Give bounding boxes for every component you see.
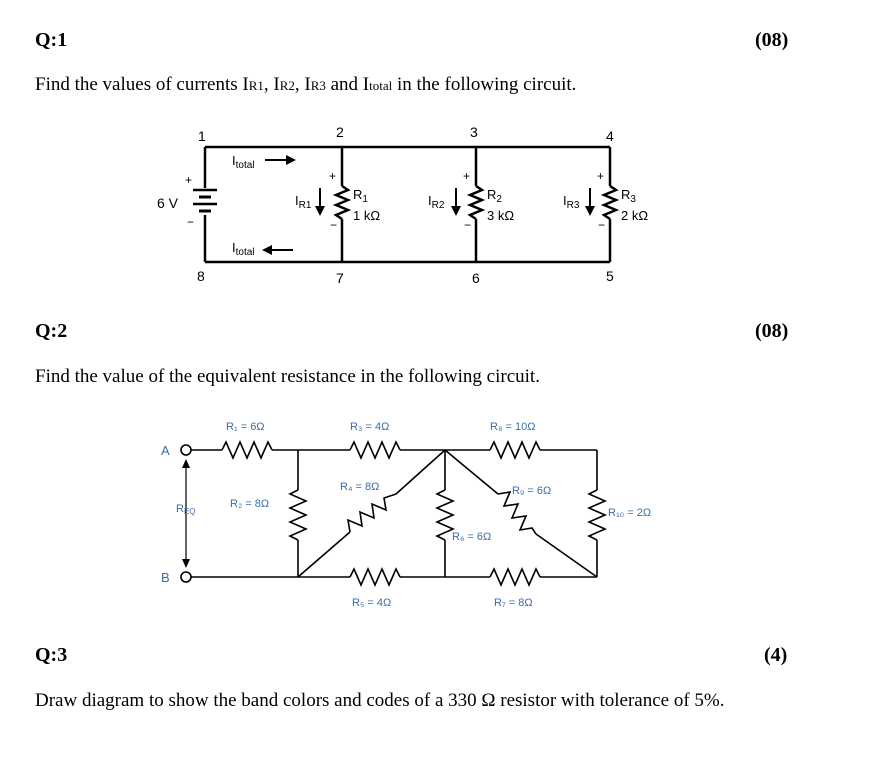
r2-minus: − [464, 218, 471, 232]
q2-circuit-diagram: A B REQ R₁ = 6Ω R₂ = 8Ω R₃ = 4Ω R₄ = 8Ω … [161, 421, 651, 609]
ir1-sub: R1 [299, 200, 312, 211]
r3-plus: + [597, 169, 604, 183]
node-4: 4 [606, 128, 614, 144]
q1-sub-total: total [369, 78, 393, 93]
node-7: 7 [336, 270, 344, 286]
r2-zigzag [466, 184, 486, 221]
q1-question-text: Find the values of currents IR1, IR2, IR… [35, 74, 576, 96]
itotal-top-sub: total [236, 160, 255, 171]
r1-sub: 1 [362, 194, 368, 205]
svg-text:R3: R3 [621, 187, 636, 205]
r1-label: R₁ = 6Ω [226, 421, 265, 433]
r1-name: R [353, 187, 362, 202]
q1-sub-r3: R3 [310, 78, 326, 93]
q1-marks: (08) [755, 29, 789, 51]
itotal-bottom-sub: total [236, 247, 255, 258]
q2-marks: (08) [755, 320, 789, 342]
ir1-label: I [295, 193, 299, 208]
r3-minus: − [598, 218, 605, 232]
r1-plus: + [329, 169, 336, 183]
svg-text:Itotal: Itotal [232, 240, 255, 258]
ir3-label: I [563, 193, 567, 208]
node-2: 2 [336, 124, 344, 140]
r8-label: R₈ = 10Ω [490, 421, 536, 433]
svg-text:REQ: REQ [176, 503, 196, 516]
terminal-b-label: B [161, 570, 170, 585]
r10-zigzag [587, 489, 607, 541]
node-5: 5 [606, 268, 614, 284]
r8-zigzag [489, 440, 541, 460]
ir3-sub: R3 [567, 200, 580, 211]
r3-zigzag [349, 440, 401, 460]
svg-text:IR2: IR2 [428, 193, 445, 211]
q1-circuit-diagram: 1 2 3 4 5 6 7 8 6 V + − Itotal Itotal IR… [157, 124, 648, 286]
r3-sub: 3 [630, 194, 636, 205]
svg-text:R2: R2 [487, 187, 502, 205]
q3-label: Q:3 [35, 644, 68, 666]
ir2-sub: R2 [432, 200, 445, 211]
r2-zigzag [288, 489, 308, 541]
q1-sep1: , I [263, 74, 280, 95]
r10-label: R₁₀ = 2Ω [608, 507, 651, 519]
q1-text-suffix: in the following circuit. [392, 74, 577, 95]
q1-text-prefix: Find the values of currents I [35, 74, 249, 95]
q1-sep3: and I [325, 74, 370, 95]
r1-minus: − [330, 218, 337, 232]
svg-text:IR3: IR3 [563, 193, 580, 211]
r5-zigzag [349, 567, 401, 587]
r3-name: R [621, 187, 630, 202]
q1-sub-r1: R1 [248, 78, 264, 93]
q3-marks: (4) [764, 644, 788, 666]
r2-name: R [487, 187, 496, 202]
r4-label: R₄ = 8Ω [340, 481, 379, 493]
source-voltage: 6 V [157, 195, 179, 211]
q2-label: Q:2 [35, 320, 68, 342]
r6-zigzag [435, 489, 455, 541]
svg-text:IR1: IR1 [295, 193, 312, 211]
req-sub: EQ [184, 507, 196, 516]
r1-value: 1 kΩ [353, 208, 380, 223]
r2-label: R₂ = 8Ω [230, 498, 269, 510]
r2-sub: 2 [496, 194, 502, 205]
terminal-b [180, 571, 192, 583]
ir2-label: I [428, 193, 432, 208]
q1-label: Q:1 [35, 29, 68, 51]
r7-label: R₇ = 8Ω [494, 597, 533, 609]
terminal-a-label: A [161, 443, 170, 458]
battery-minus: − [187, 215, 194, 229]
node-1: 1 [198, 128, 206, 144]
r9-zigzag [497, 490, 537, 535]
req-label: R [176, 503, 184, 515]
battery-plus: + [185, 173, 192, 187]
r5-label: R₅ = 4Ω [352, 597, 391, 609]
node-3: 3 [470, 124, 478, 140]
q2-question-text: Find the value of the equivalent resista… [35, 366, 540, 387]
q1-sep2: , I [294, 74, 311, 95]
q1-sub-r2: R2 [279, 78, 295, 93]
itotal-top-label: I [232, 153, 236, 168]
r7-zigzag [489, 567, 541, 587]
node-6: 6 [472, 270, 480, 286]
node-8: 8 [197, 268, 205, 284]
r2-value: 3 kΩ [487, 208, 514, 223]
r2-plus: + [463, 169, 470, 183]
r3-value: 2 kΩ [621, 208, 648, 223]
r1-zigzag [332, 184, 352, 221]
svg-text:R1: R1 [353, 187, 368, 205]
q3-question-text: Draw diagram to show the band colors and… [35, 690, 725, 711]
r9-label: R₉ = 6Ω [512, 485, 551, 497]
terminal-a [180, 444, 192, 456]
r4-zigzag [346, 493, 397, 533]
r3-zigzag [600, 184, 620, 221]
r6-label: R₆ = 6Ω [452, 531, 491, 543]
r1-zigzag [221, 440, 273, 460]
r3-label: R₃ = 4Ω [350, 421, 389, 433]
itotal-bottom-label: I [232, 240, 236, 255]
svg-text:Itotal: Itotal [232, 153, 255, 171]
